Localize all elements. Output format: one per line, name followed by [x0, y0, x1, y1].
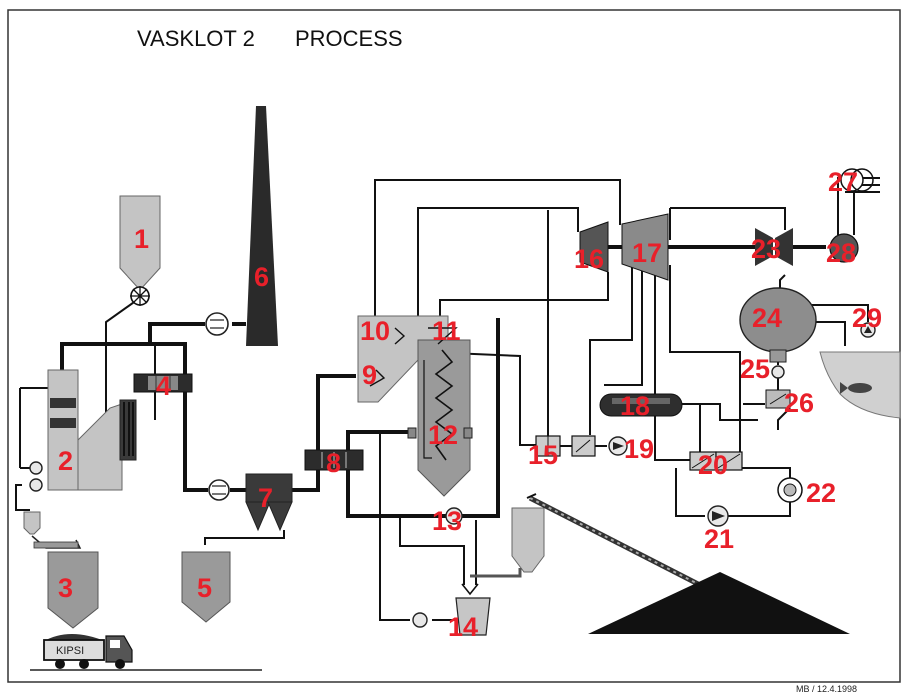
- pump-icon: [412, 612, 428, 628]
- label-19: 19: [624, 434, 654, 464]
- bottom-ash-bin: [412, 583, 491, 636]
- fish-icon: [840, 382, 872, 394]
- label-18: 18: [620, 391, 650, 421]
- district-heat-exchanger: [689, 451, 743, 471]
- feedwater-tank: [599, 393, 683, 417]
- heat-consumer: [777, 477, 803, 503]
- label-16: 16: [574, 244, 604, 274]
- label-17: 17: [632, 238, 662, 268]
- pump-icon: [208, 479, 230, 501]
- label-4: 4: [156, 371, 171, 401]
- label-23: 23: [751, 234, 781, 264]
- label-13: 13: [432, 506, 462, 536]
- pump-icon: [445, 507, 463, 525]
- label-21: 21: [704, 524, 734, 554]
- boiler-column: [407, 327, 473, 497]
- cyclone-filter: [245, 473, 293, 532]
- turbine-icon: [579, 221, 609, 273]
- flue-fan-icon: [205, 312, 229, 336]
- pump-icon: [29, 461, 43, 475]
- label-25: 25: [740, 354, 770, 384]
- label-11: 11: [432, 316, 461, 346]
- label-29: 29: [852, 303, 882, 333]
- fuel-pile: [588, 572, 850, 634]
- label-12: 12: [428, 420, 458, 450]
- heat-exchanger-icon: [535, 435, 596, 457]
- label-15: 15: [528, 440, 558, 470]
- boiler: [47, 369, 137, 491]
- label-28: 28: [826, 238, 856, 268]
- transformer: [840, 168, 874, 192]
- label-8: 8: [326, 448, 341, 478]
- callout-labels: 1 2 3 4 5 6 7 8 9 10 11 12 13 14 15 16 1…: [58, 167, 882, 642]
- label-10: 10: [360, 316, 390, 346]
- label-7: 7: [258, 483, 273, 513]
- label-3: 3: [58, 573, 73, 603]
- title-plant: VASKLOT 2: [137, 26, 255, 51]
- fuel-conveyor: [470, 493, 702, 588]
- pump-icon: [29, 478, 43, 492]
- stack-icon: [246, 106, 278, 346]
- truck-label: KIPSI: [56, 645, 84, 657]
- label-6: 6: [254, 262, 269, 292]
- heat-exchanger-icon: [765, 389, 791, 409]
- turbine-23: [755, 228, 793, 266]
- label-5: 5: [197, 573, 212, 603]
- air-preheater: [133, 373, 193, 393]
- label-24: 24: [752, 303, 782, 333]
- label-20: 20: [698, 450, 728, 480]
- label-22: 22: [806, 478, 836, 508]
- label-14: 14: [448, 612, 478, 642]
- ash-conveyor: [23, 511, 82, 549]
- flue-gas-exchanger: [304, 449, 364, 471]
- label-9: 9: [362, 360, 377, 390]
- condenser: [739, 287, 817, 363]
- piping: [15, 177, 880, 621]
- fuel-silo: [119, 195, 161, 306]
- title-process: PROCESS: [295, 26, 403, 51]
- generator-icon: [829, 233, 859, 263]
- pump-icon: [771, 365, 785, 379]
- date-stamp: MB / 12.4.1998: [796, 684, 857, 694]
- ash-silo-5: [181, 551, 231, 623]
- label-26: 26: [784, 388, 814, 418]
- label-1: 1: [134, 224, 149, 254]
- truck-icon: KIPSI: [43, 634, 133, 669]
- turbine-icon: [621, 213, 669, 281]
- diagram-frame: [7, 9, 901, 683]
- label-2: 2: [58, 446, 73, 476]
- ash-silo-3: [47, 551, 99, 629]
- label-27: 27: [828, 167, 858, 197]
